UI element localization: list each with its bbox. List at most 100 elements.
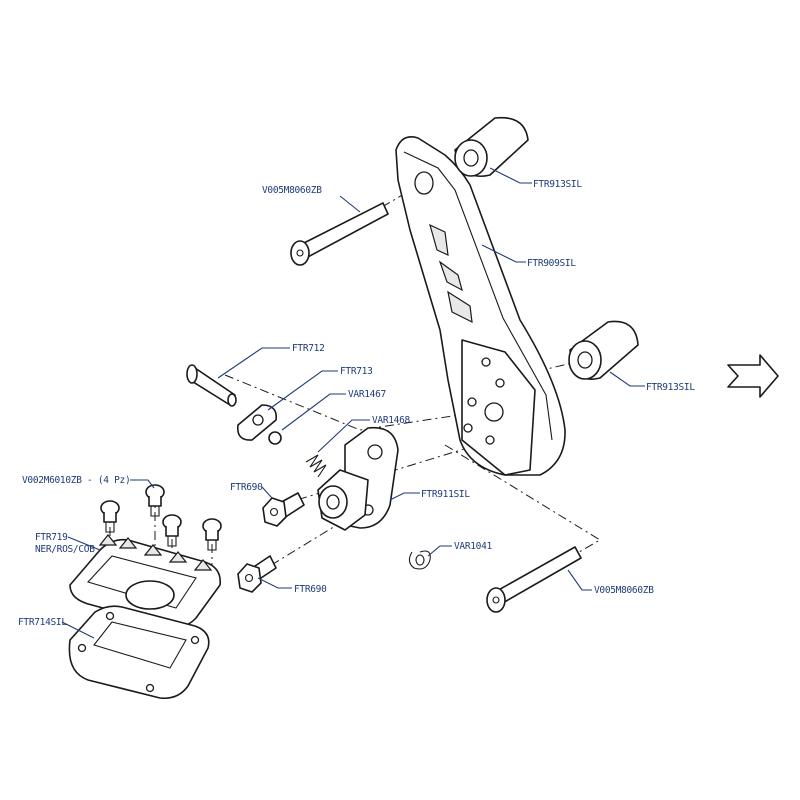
bushing-mid bbox=[568, 320, 639, 380]
lever-arm-edge bbox=[403, 151, 553, 441]
leader-ftr913-mid bbox=[609, 371, 645, 387]
circlip bbox=[408, 550, 431, 570]
screw-bottom-socket bbox=[492, 596, 500, 604]
label-ftr911: FTR911SIL bbox=[421, 489, 470, 500]
label-v005-bottom: V005M8060ZB bbox=[594, 585, 654, 596]
label-ftr714: FTR714SIL bbox=[18, 617, 67, 628]
circlip-ring bbox=[408, 550, 431, 570]
lever-plate-hole-2 bbox=[495, 378, 505, 388]
label-var1468: VAR1468 bbox=[372, 415, 411, 426]
screw-top bbox=[290, 202, 389, 266]
bolt-690-a-socket bbox=[269, 507, 279, 517]
bolt-690-a bbox=[262, 492, 305, 527]
axis-pin bbox=[224, 374, 493, 431]
footpeg-tooth-5 bbox=[193, 559, 213, 571]
lever-plate-hole-1 bbox=[481, 357, 491, 367]
leader-ftr911 bbox=[389, 492, 420, 501]
bracket-boss-bore bbox=[326, 494, 340, 510]
lever-plate-hole-3 bbox=[467, 397, 477, 407]
bushing-top-bore bbox=[463, 149, 479, 167]
label-ftr719-line2: NER/ROS/COB bbox=[35, 544, 95, 555]
base-hole-1 bbox=[77, 643, 87, 653]
leader-ftr913-top bbox=[489, 167, 532, 184]
leader-ftr909 bbox=[481, 244, 526, 263]
small-screw-1 bbox=[100, 500, 120, 533]
label-var1467: VAR1467 bbox=[348, 389, 386, 400]
washer bbox=[236, 404, 278, 441]
lever-plate-hole-5 bbox=[463, 423, 473, 433]
pin bbox=[186, 364, 237, 407]
lever-plate-hole-4 bbox=[484, 402, 504, 422]
screw-bottom-head bbox=[486, 587, 506, 613]
small-screw-2 bbox=[145, 484, 165, 517]
axis-bolt-690b bbox=[254, 519, 346, 576]
circlip-inner bbox=[415, 554, 425, 566]
footpeg-tooth-2 bbox=[118, 537, 138, 549]
label-v005-top: V005M8060ZB bbox=[262, 185, 322, 196]
leader-v005-top bbox=[339, 195, 361, 213]
lever-pivot-hole bbox=[414, 171, 434, 195]
base-hole-3 bbox=[190, 635, 200, 645]
bushing-top bbox=[454, 116, 529, 177]
screw-top-head bbox=[290, 240, 310, 266]
label-ftr712: FTR712 bbox=[292, 343, 325, 354]
label-ftr719-line1: FTR719 bbox=[35, 532, 68, 543]
bolt-690-a-head bbox=[262, 497, 287, 527]
direction-arrow-icon bbox=[727, 354, 779, 398]
spring bbox=[305, 454, 327, 478]
leader-ftr713 bbox=[267, 370, 338, 411]
pin-head bbox=[186, 364, 198, 384]
bracket bbox=[317, 426, 399, 531]
lever-rib-1 bbox=[429, 223, 449, 256]
leader-ftr690-a bbox=[261, 486, 273, 499]
base-hole-2 bbox=[105, 611, 115, 621]
lever-arm bbox=[395, 136, 566, 476]
leader-ftr712 bbox=[217, 347, 290, 379]
screw-top-socket bbox=[296, 249, 304, 257]
label-ftr690-a: FTR690 bbox=[230, 482, 263, 493]
spring-coil bbox=[305, 454, 327, 478]
bolt-690-b bbox=[237, 555, 277, 593]
base-frame-body bbox=[68, 605, 210, 700]
leader-ftr690-b bbox=[257, 577, 292, 589]
bolt-690-b-socket bbox=[244, 573, 254, 583]
footpeg-tooth-4 bbox=[168, 551, 188, 563]
leader-ftr714 bbox=[61, 621, 95, 639]
screw-bottom-shank bbox=[494, 546, 582, 605]
leader-var1041 bbox=[427, 545, 452, 557]
base-frame bbox=[68, 605, 210, 700]
leader-v005-bottom bbox=[567, 569, 592, 591]
label-ftr913-mid: FTR913SIL bbox=[646, 382, 695, 393]
axis-bottom bbox=[444, 444, 601, 601]
base-hole-4 bbox=[145, 683, 155, 693]
washer-hole bbox=[252, 414, 264, 426]
label-ftr909: FTR909SIL bbox=[527, 258, 576, 269]
leader-lines bbox=[61, 167, 645, 639]
lever-plate-hole-6 bbox=[485, 435, 495, 445]
screw-top-shank bbox=[299, 202, 389, 259]
label-v002: V002M6010ZB - (4 Pz) bbox=[22, 475, 130, 486]
ball bbox=[268, 431, 282, 445]
base-frame-window bbox=[93, 621, 187, 669]
pin-tip bbox=[227, 393, 237, 407]
small-screw-4 bbox=[202, 518, 222, 551]
footpeg-tooth-3 bbox=[143, 544, 163, 556]
footpeg-plate bbox=[69, 534, 222, 628]
footpeg-boss bbox=[125, 580, 175, 610]
small-screws bbox=[100, 484, 222, 551]
leader-var1467 bbox=[281, 393, 346, 431]
leader-v002 bbox=[130, 479, 155, 489]
label-ftr690-b: FTR690 bbox=[294, 584, 327, 595]
small-screw-3 bbox=[162, 514, 182, 547]
bracket-hole-top bbox=[367, 444, 383, 460]
label-ftr913-top: FTR913SIL bbox=[533, 179, 582, 190]
label-ftr713: FTR713 bbox=[340, 366, 373, 377]
bushing-mid-bore bbox=[577, 351, 593, 369]
footpeg-tooth-1 bbox=[98, 534, 118, 546]
part-labels: V005M8060ZB FTR913SIL FTR909SIL FTR913SI… bbox=[18, 179, 696, 628]
leader-var1468 bbox=[317, 419, 370, 453]
bolt-690-b-head bbox=[237, 563, 262, 593]
lever-rib-3 bbox=[447, 290, 473, 324]
